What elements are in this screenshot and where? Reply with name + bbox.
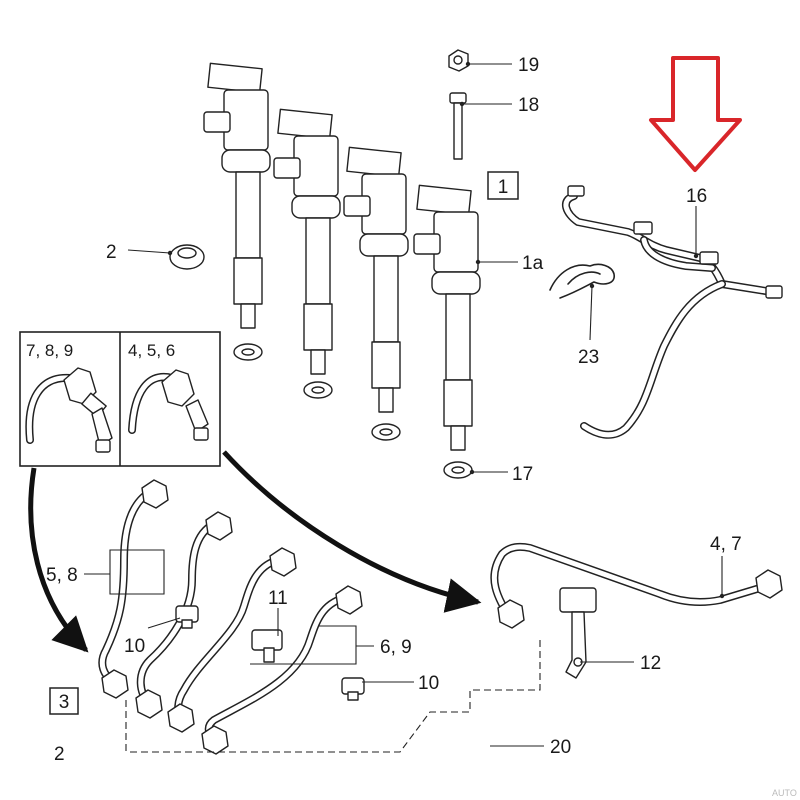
injector-3 <box>343 146 409 441</box>
callout-23: 23 <box>578 347 599 368</box>
clamp-part-b <box>341 677 365 701</box>
injector-1 <box>203 62 271 361</box>
callout-10-b: 10 <box>418 673 439 694</box>
clamp-part-a <box>175 605 199 629</box>
support-bracket <box>559 587 597 679</box>
pointer-arrow-left <box>28 467 89 653</box>
callout-2: 2 <box>106 242 117 263</box>
group-3-label: 3 <box>59 692 70 713</box>
fuel-lines <box>98 479 363 755</box>
callout-10-a: 10 <box>124 636 145 657</box>
detail-inset <box>19 331 221 467</box>
callout-5-8: 5, 8 <box>46 565 78 586</box>
return-hose <box>561 185 783 439</box>
group-3-box <box>49 687 79 715</box>
injector-4 <box>413 184 481 479</box>
callout-17: 17 <box>512 464 533 485</box>
bracket-part <box>251 629 283 663</box>
callout-20: 20 <box>550 737 571 758</box>
callout-19: 19 <box>518 55 539 76</box>
callout-11: 11 <box>268 588 288 609</box>
watermark: AUTO <box>772 788 797 798</box>
bolt-part <box>449 92 467 160</box>
callout-4-7: 4, 7 <box>710 534 742 555</box>
callout-16: 16 <box>686 186 707 207</box>
highlight-arrow <box>649 56 742 172</box>
engine-outline <box>125 640 541 753</box>
callout-12: 12 <box>640 653 661 674</box>
leader-lines <box>84 61 725 747</box>
pointer-arrow-right <box>222 450 482 613</box>
group-1-box <box>487 171 519 200</box>
group-1-label: 1 <box>498 177 509 198</box>
pump-pipe <box>490 542 783 629</box>
callout-2-bottom: 2 <box>54 744 65 765</box>
nut-part <box>448 49 469 72</box>
callout-18: 18 <box>518 95 539 116</box>
callout-1a: 1a <box>522 253 544 274</box>
injector-2 <box>273 108 341 399</box>
clip-part <box>549 263 615 299</box>
callout-4-5-6: 4, 5, 6 <box>128 341 175 360</box>
seal-washer <box>169 244 205 270</box>
callout-7-8-9: 7, 8, 9 <box>26 341 73 360</box>
callout-6-9: 6, 9 <box>380 637 412 658</box>
